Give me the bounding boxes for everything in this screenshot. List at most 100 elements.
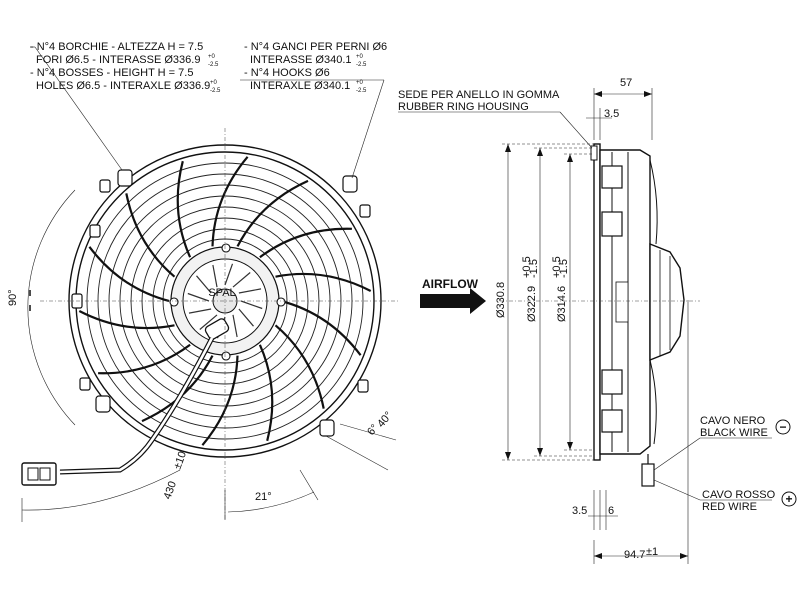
angle-40-label: 40° [375, 409, 395, 429]
hub-mount-screws [169, 243, 286, 361]
rubber-ring-housing [590, 145, 598, 161]
dim-322-9-dn: -1.5 [528, 259, 540, 278]
ring-housing-en: RUBBER RING HOUSING [398, 101, 529, 113]
fan-front-view: SPAL [21, 128, 400, 520]
minus-icon [775, 419, 791, 435]
hub-fin [199, 314, 218, 330]
hub-cable-outlet [204, 318, 230, 340]
fan-side-view [500, 143, 700, 487]
side-dimension-labels: 57 3.5 Ø330.8 Ø322.9 +0.5 -1.5 Ø314.6 +0… [495, 77, 658, 561]
notes-left: - N°4 BORCHIE - ALTEZZA H = 7.5 FORI Ø6.… [30, 41, 221, 94]
grille-spoke [98, 343, 191, 375]
note-leaders [30, 46, 385, 179]
red-wire-en: RED WIRE [702, 501, 757, 513]
motor-hub-fins [187, 263, 263, 339]
plus-symbol: + [785, 492, 792, 506]
hub-fin [240, 300, 263, 310]
note-right-it-tol-dn: -2.5 [356, 62, 367, 68]
motor-cable-outer [59, 336, 215, 475]
note-right-it-tol-up: +0 [356, 54, 364, 60]
dim-330-8: Ø330.8 [495, 282, 507, 318]
airflow-label: AIRFLOW [422, 277, 479, 291]
note-left-en-tol-up: +0 [210, 80, 218, 86]
grille-spoke [88, 246, 170, 303]
grille-spoke [274, 324, 325, 409]
note-left-it-tol-up: +0 [208, 54, 216, 60]
dim-322-9-up: +0.5 [521, 256, 533, 278]
dim-6: 6 [608, 505, 614, 517]
hub-fin [238, 288, 262, 294]
dim-322-9: Ø322.9 [526, 286, 538, 322]
hub-fin [212, 264, 218, 288]
side-wire-exit [641, 463, 655, 487]
dim-94-7-tol: ±1 [646, 546, 658, 558]
plus-icon [781, 491, 797, 507]
side-mount-upper [601, 211, 623, 237]
black-wire-note: CAVO NERO BLACK WIRE − [700, 415, 791, 439]
side-mount-lower [601, 369, 623, 395]
hub-fin [187, 292, 210, 302]
dim-3-5-bottom: 3.5 [572, 505, 587, 517]
note-left-it-1: - N°4 BORCHIE - ALTEZZA H = 7.5 [30, 41, 203, 53]
grille-spoke [201, 355, 239, 446]
angle-6-40-dim: 6° 40° [325, 409, 397, 471]
hub-fin [188, 308, 212, 314]
dimension-arrowheads [505, 91, 688, 559]
hub-fin [232, 314, 238, 338]
cable-length-dim: 430 ±10 [21, 450, 190, 522]
motor-cable-inner [59, 337, 214, 474]
angle-90-dim: 90° [7, 189, 76, 426]
note-left-en-tol-dn: -2.5 [210, 88, 221, 94]
dim-94-7: 94.7 [624, 549, 645, 561]
minus-symbol: − [779, 420, 786, 434]
cable-length-label: 430 [162, 480, 180, 501]
connector-pin-a [27, 467, 39, 481]
side-frame-plate [593, 143, 601, 461]
ring-housing-note: SEDE PER ANELLO IN GOMMA RUBBER RING HOU… [398, 89, 560, 113]
hub-fin [232, 272, 251, 288]
side-mount-bottom [601, 409, 623, 433]
note-right-en-1: - N°4 HOOKS Ø6 [244, 67, 330, 79]
red-wire-it: CAVO ROSSO [702, 489, 776, 501]
dim-57: 57 [620, 77, 632, 89]
note-right-it-1: - N°4 GANCI PER PERNI Ø6 [244, 41, 387, 53]
side-dimensions [398, 88, 772, 564]
connector-pin-b [39, 467, 51, 481]
ring-housing-it: SEDE PER ANELLO IN GOMMA [398, 89, 560, 101]
airflow-arrow-icon [420, 288, 486, 314]
hub-fin [238, 308, 254, 327]
grille-spoke [211, 156, 249, 247]
dim-314-6-up: +0.5 [551, 256, 563, 278]
dim-314-6-dn: -1.5 [558, 259, 570, 278]
notes-right: - N°4 GANCI PER PERNI Ø6 INTERASSE Ø340.… [244, 41, 387, 94]
note-right-en-tol-dn: -2.5 [356, 88, 367, 94]
hub-fin [224, 263, 234, 286]
angle-21-label: 21° [255, 491, 272, 503]
black-wire-it: CAVO NERO [700, 415, 766, 427]
grille-spoke [258, 344, 274, 442]
red-wire-note: CAVO ROSSO RED WIRE + [702, 489, 797, 513]
angle-90-label: 90° [7, 289, 19, 306]
side-mount-top [601, 165, 623, 189]
note-right-it-2: INTERASSE Ø340.1 [250, 54, 352, 66]
hub-brand-text: SPAL [208, 287, 235, 299]
grille-spoke [280, 299, 362, 356]
angle-21-dim: 21° [224, 469, 319, 520]
side-motor [649, 242, 685, 362]
grille-spoke [236, 179, 309, 247]
wire-connector [21, 462, 57, 486]
note-left-en-1: - N°4 BOSSES - HEIGHT H = 7.5 [30, 67, 193, 79]
fan-grille-spokes [78, 156, 372, 446]
note-right-en-2: INTERAXLE Ø340.1 [250, 80, 350, 92]
dim-3-5-top: 3.5 [604, 108, 619, 120]
side-label-plate [615, 281, 629, 323]
cable-length-tol: ±10 [172, 450, 190, 471]
hub-fin [196, 275, 212, 294]
grille-spoke [78, 310, 175, 330]
dim-314-6: Ø314.6 [556, 286, 568, 322]
note-left-en-2: HOLES Ø6.5 - INTERAXLE Ø336.9 [36, 80, 210, 92]
note-left-it-2: FORI Ø6.5 - INTERASSE Ø336.9 [36, 54, 200, 66]
grille-spoke [125, 193, 176, 278]
grille-spoke [275, 272, 372, 292]
